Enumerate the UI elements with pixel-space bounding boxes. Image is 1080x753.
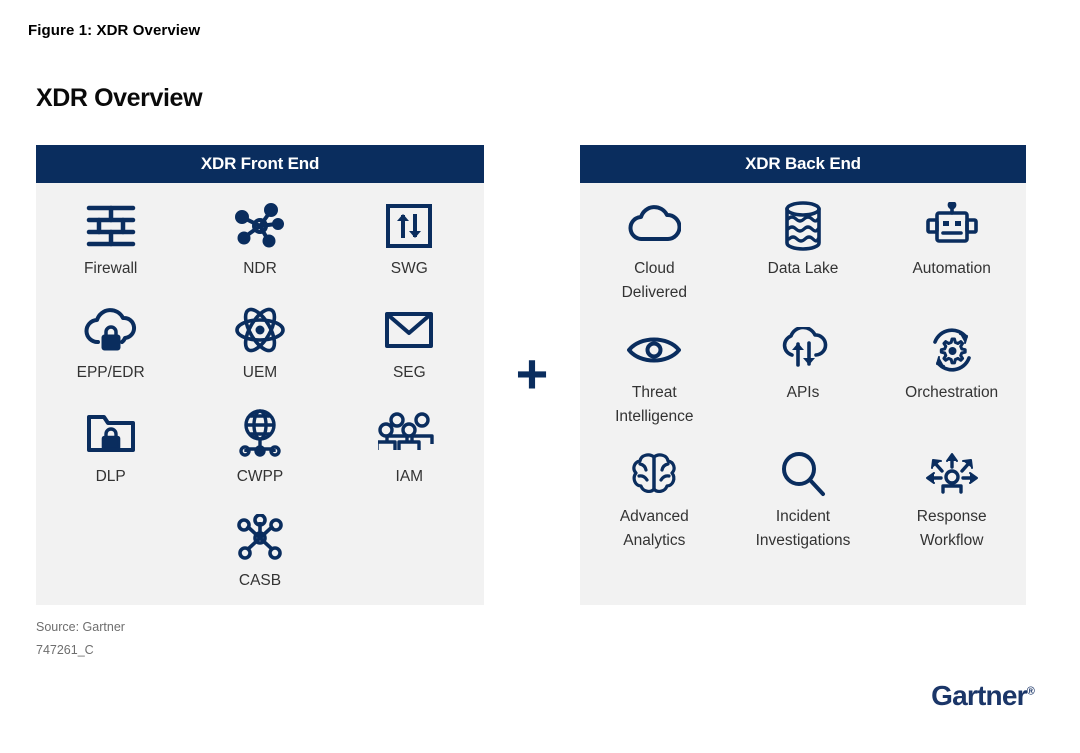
item-label: EPP/EDR xyxy=(76,364,145,382)
item-label: CASB xyxy=(238,572,282,590)
item-label: Response Workflow xyxy=(916,508,987,550)
item-label: CWPP xyxy=(236,468,284,486)
item-label: DLP xyxy=(95,468,126,486)
item-epp-edr[interactable]: EPP/EDR xyxy=(36,305,185,385)
panel-grid-front-end: Firewall NDR xyxy=(36,183,484,605)
item-ndr[interactable]: NDR xyxy=(185,201,334,281)
panel-header-back-end: XDR Back End xyxy=(580,145,1026,183)
robot-icon xyxy=(925,201,979,251)
network-hub-icon xyxy=(234,201,286,251)
item-seg[interactable]: SEG xyxy=(335,305,484,385)
item-label: Data Lake xyxy=(767,260,839,277)
atom-icon xyxy=(234,305,286,355)
item-uem[interactable]: UEM xyxy=(185,305,334,385)
cloud-sync-arrows-icon xyxy=(777,325,829,375)
item-label: Orchestration xyxy=(905,384,999,402)
folder-lock-icon xyxy=(85,409,137,459)
cloud-lock-icon xyxy=(84,305,138,355)
item-label: Firewall xyxy=(83,260,138,277)
item-label: NDR xyxy=(243,260,277,277)
item-label: Cloud Delivered xyxy=(621,260,688,302)
cloud-icon xyxy=(627,201,682,251)
hub-spoke-icon xyxy=(234,513,286,563)
data-lake-cylinder-icon xyxy=(780,201,826,251)
item-cwpp[interactable]: CWPP xyxy=(185,409,334,489)
item-response-workflow[interactable]: Response Workflow xyxy=(877,449,1026,553)
figure-caption: Figure 1: XDR Overview xyxy=(28,22,201,39)
item-cloud-delivered[interactable]: Cloud Delivered xyxy=(580,201,729,305)
globe-network-icon xyxy=(234,409,286,459)
source-note: Source: Gartner xyxy=(36,620,125,634)
item-casb[interactable]: CASB xyxy=(185,513,334,593)
item-label: IAM xyxy=(395,468,424,486)
bidirectional-arrows-box-icon xyxy=(384,201,434,251)
item-dlp[interactable]: DLP xyxy=(36,409,185,489)
firewall-icon xyxy=(85,201,137,251)
item-swg[interactable]: SWG xyxy=(335,201,484,281)
item-firewall[interactable]: Firewall xyxy=(36,201,185,281)
item-automation[interactable]: Automation xyxy=(877,201,1026,305)
item-data-lake[interactable]: Data Lake xyxy=(729,201,878,305)
item-label: Incident Investigations xyxy=(755,508,851,550)
item-label: UEM xyxy=(242,364,278,382)
item-label: SEG xyxy=(392,364,426,382)
item-incident-investigations[interactable]: Incident Investigations xyxy=(729,449,878,553)
registered-mark-icon: ® xyxy=(1026,685,1035,698)
people-group-icon xyxy=(378,409,440,459)
logo-text: Gartner xyxy=(931,680,1027,711)
envelope-icon xyxy=(383,305,435,355)
panel-header-front-end: XDR Front End xyxy=(36,145,484,183)
brain-icon xyxy=(628,449,680,499)
item-label: Automation xyxy=(912,260,991,277)
item-label: Advanced Analytics xyxy=(619,508,689,550)
document-id: 747261_C xyxy=(36,643,94,657)
plus-sign-icon: + xyxy=(515,342,549,405)
item-advanced-analytics[interactable]: Advanced Analytics xyxy=(580,449,729,553)
item-orchestration[interactable]: Orchestration xyxy=(877,325,1026,429)
gear-refresh-icon xyxy=(926,325,978,375)
panel-grid-back-end: Cloud Delivered Data Lake xyxy=(580,183,1026,605)
item-apis[interactable]: APIs xyxy=(729,325,878,429)
item-label: Threat Intelligence xyxy=(615,384,694,426)
page-title: XDR Overview xyxy=(36,84,203,112)
person-arrows-icon xyxy=(924,449,980,499)
gartner-logo: Gartner® xyxy=(931,680,1035,712)
magnifier-icon xyxy=(778,449,828,499)
eye-icon xyxy=(626,325,682,375)
item-label: SWG xyxy=(390,260,428,277)
item-label: APIs xyxy=(786,384,820,402)
panel-xdr-front-end: XDR Front End Firewall xyxy=(36,145,484,605)
item-iam[interactable]: IAM xyxy=(335,409,484,489)
panel-xdr-back-end: XDR Back End Cloud Delivered Data Lake xyxy=(580,145,1026,605)
item-threat-intelligence[interactable]: Threat Intelligence xyxy=(580,325,729,429)
